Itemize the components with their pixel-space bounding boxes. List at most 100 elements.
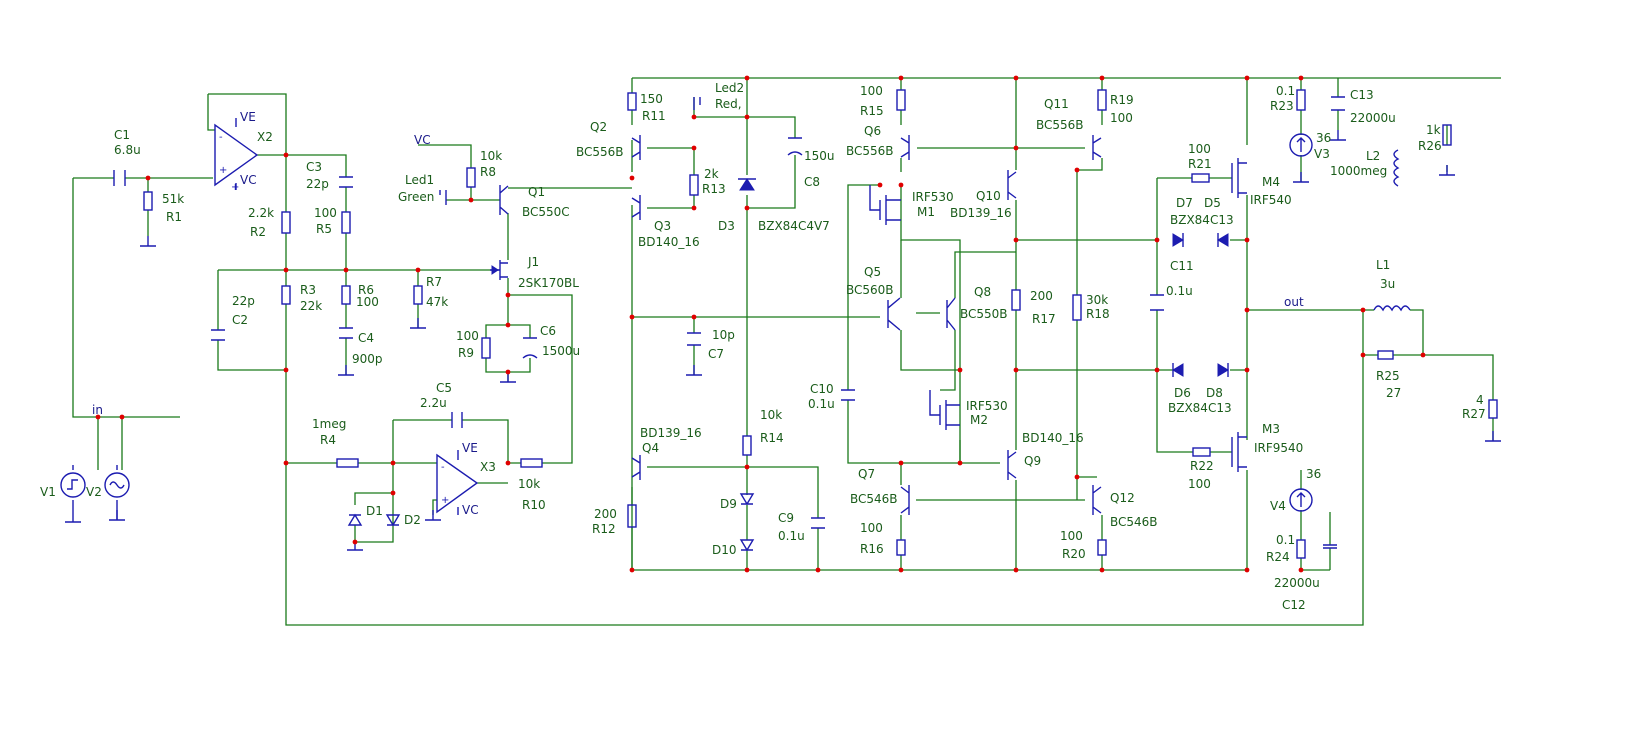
label-R15-ref: R15: [860, 104, 884, 118]
label-C1-value: 6.8u: [114, 143, 141, 157]
label-R25-ref: R25: [1376, 369, 1400, 383]
label-R8-ref: R8: [480, 165, 496, 179]
label-R19-ref: R19: [1110, 93, 1134, 107]
labels: C1 6.8u 51k R1 X2 VE VC 2.2k R2 C3 22p 1…: [40, 81, 1486, 612]
zener-D3: [739, 178, 755, 191]
label-C9-ref: C9: [778, 511, 794, 525]
label-R4-ref: R4: [320, 433, 336, 447]
mosfet-M4: [1231, 158, 1247, 198]
label-C6-ref: C6: [540, 324, 556, 338]
inductor-L1: [1373, 305, 1411, 312]
svg-text:+: +: [219, 165, 227, 176]
resistor-R22: [1192, 447, 1211, 457]
label-R1-value: 51k: [162, 192, 184, 206]
led-Led2: [693, 97, 701, 110]
label-C7-value: 10p: [712, 328, 735, 342]
zener-D8: [1217, 363, 1229, 377]
transistor-Q10: [1007, 170, 1017, 200]
resistor-R7: [413, 285, 423, 305]
resistor-R16: [896, 539, 906, 556]
source-V2: [104, 472, 130, 498]
opamp-X3: -+: [436, 450, 479, 515]
label-R16-value: 100: [860, 521, 883, 535]
label-D6-value: BZX84C13: [1168, 401, 1232, 415]
transistor-Q1: [499, 185, 509, 215]
label-R24-ref: R24: [1266, 550, 1290, 564]
label-C7-ref: C7: [708, 347, 724, 361]
label-M2-ref: M2: [970, 413, 988, 427]
label-R21-value: 100: [1188, 142, 1211, 156]
label-vc-x3: VC: [462, 503, 479, 517]
source-V4: [1289, 488, 1313, 512]
label-Q10-ref: Q10: [976, 189, 1001, 203]
resistor-R15: [896, 89, 906, 111]
label-Q8-ref: Q8: [974, 285, 991, 299]
resistor-R21: [1191, 173, 1210, 183]
resistor-R6: [341, 285, 351, 305]
transistor-Q3: [631, 195, 641, 220]
label-Q1-ref: Q1: [528, 185, 545, 199]
label-C4-value: 900p: [352, 352, 383, 366]
label-M1-value: IRF530: [912, 190, 954, 204]
resistor-R24: [1296, 539, 1306, 559]
label-C11-value: 0.1u: [1166, 284, 1193, 298]
label-D7-value: BZX84C13: [1170, 213, 1234, 227]
resistor-R25: [1377, 350, 1394, 360]
label-C4-ref: C4: [358, 331, 374, 345]
capacitor-C12: [1323, 544, 1337, 549]
capacitor-C5: [451, 412, 463, 428]
label-C2-ref: C2: [232, 313, 248, 327]
label-R5-value: 100: [314, 206, 337, 220]
label-R4-value: 1meg: [312, 417, 346, 431]
inductors: [1373, 149, 1411, 312]
label-C10-ref: C10: [810, 382, 834, 396]
transistor-Q11: [1092, 135, 1102, 160]
label-R9-value: 100: [456, 329, 479, 343]
inductor-L2: [1393, 149, 1400, 187]
label-R20-value: 100: [1060, 529, 1083, 543]
svg-text:+: +: [441, 495, 449, 506]
label-Q2-ref: Q2: [590, 120, 607, 134]
label-R10-value: 10k: [518, 477, 540, 491]
mosfet-M2: [929, 390, 960, 430]
label-Q7-value: BC546B: [850, 492, 898, 506]
resistor-R23: [1296, 89, 1306, 111]
capacitor-C6: [522, 337, 538, 359]
resistor-R8: [466, 167, 476, 188]
resistor-R4: [336, 458, 359, 468]
label-D2-ref: D2: [404, 513, 421, 527]
label-R12-ref: R12: [592, 522, 616, 536]
label-V4-value: 36: [1306, 467, 1321, 481]
label-Q6-value: BC556B: [846, 144, 894, 158]
transistor-Q5: [887, 297, 901, 331]
label-R6-ref: R6: [358, 283, 374, 297]
mosfet-M1: [869, 185, 901, 225]
label-R15-value: 100: [860, 84, 883, 98]
capacitor-C2: [211, 329, 225, 341]
label-Q4-value: BD139_16: [640, 426, 702, 440]
label-C9-value: 0.1u: [778, 529, 805, 543]
label-Q12-ref: Q12: [1110, 491, 1135, 505]
label-Led1-value: Green: [398, 190, 434, 204]
source-V3: [1289, 133, 1313, 157]
label-R14-ref: R14: [760, 431, 784, 445]
source-V1: [60, 472, 86, 498]
label-R24-value: 0.1: [1276, 533, 1295, 547]
capacitor-C10: [841, 389, 855, 401]
label-R12-value: 200: [594, 507, 617, 521]
label-R21-ref: R21: [1188, 157, 1212, 171]
resistor-R3: [281, 285, 291, 305]
label-C2-value: 22p: [232, 294, 255, 308]
label-C1-ref: C1: [114, 128, 130, 142]
label-vc-net: VC: [240, 173, 257, 187]
label-R19-value: 100: [1110, 111, 1133, 125]
label-V2-ref: V2: [86, 485, 102, 499]
zener-D7: [1172, 233, 1184, 247]
label-R20-ref: R20: [1062, 547, 1086, 561]
transistor-Q12: [1092, 485, 1102, 515]
label-J1-value: 2SK170BL: [518, 276, 579, 290]
label-L1-ref: L1: [1376, 258, 1390, 272]
resistor-R19: [1097, 89, 1107, 111]
label-R13-value: 2k: [704, 167, 719, 181]
resistors: [143, 89, 1498, 559]
